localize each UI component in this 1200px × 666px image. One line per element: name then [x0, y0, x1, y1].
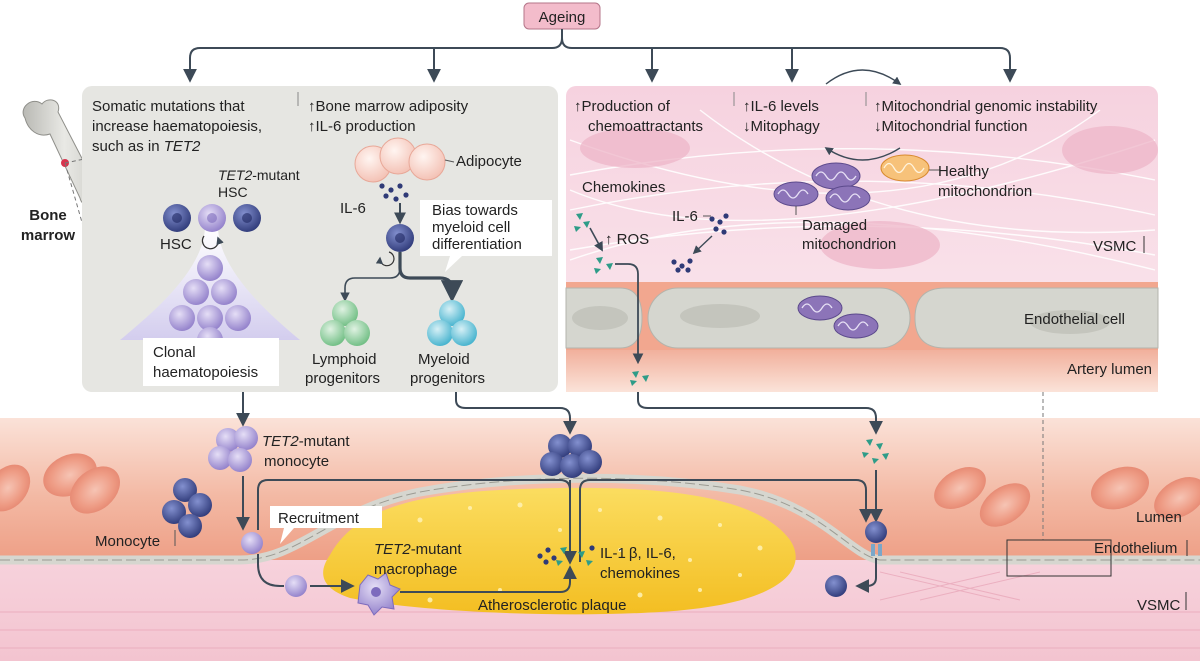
cytokine-mix: [537, 545, 595, 566]
hsc-label: HSC: [160, 236, 192, 253]
bias-callout: [420, 200, 552, 272]
connector-arrows: [236, 392, 1044, 540]
mito-instability-label: ↑Mitochondrial genomic instability: [874, 98, 1098, 115]
cytokines-label-1: IL-1 β, IL-6,: [600, 545, 676, 562]
vsmc-label-panel: VSMC: [1093, 238, 1137, 255]
clonal-expansion-cone: [120, 226, 300, 340]
migrated-monocyte: [825, 575, 847, 597]
chemokine-triangles: [574, 213, 649, 386]
chemoattractants-label-1: ↑Production of: [574, 98, 671, 115]
panel1-line1: Somatic mutations that: [92, 98, 245, 115]
artery-lumen-label: Artery lumen: [1067, 361, 1152, 378]
adhering-monocyte: [865, 521, 887, 543]
endothelium-layer: [0, 473, 1200, 565]
artery-content: TET2-mutant monocyte Monocyte: [95, 426, 1188, 616]
il6-label-marrow: IL-6: [340, 200, 366, 217]
myeloid-label-2: progenitors: [410, 370, 485, 387]
chemokine-triangles-artery: [862, 439, 889, 464]
il6-dots: [379, 183, 409, 202]
clonal-label-box: [143, 338, 279, 386]
monocyte-label: Monocyte: [95, 533, 160, 550]
recruitment-label: Recruitment: [278, 510, 360, 527]
myeloid-label-1: Myeloid: [418, 351, 470, 368]
vessel-wall-panel: Endothelial cell Artery lumen VSMC ↑Prod…: [565, 69, 1159, 392]
chemoattractants-label-2: chemoattractants: [588, 118, 703, 135]
lymphoid-progenitors: [320, 300, 370, 346]
tet2-hsc-label-2: HSC: [218, 184, 248, 200]
cycle-arrow-top: [825, 69, 902, 85]
damaged-mito-label-1: Damaged: [802, 217, 867, 234]
plaque-label: Atherosclerotic plaque: [478, 597, 626, 614]
ros-label: ↑ ROS: [605, 231, 649, 248]
panel1-line3: such as in TET2: [92, 138, 201, 155]
lymphoid-label-1: Lymphoid: [312, 351, 376, 368]
bias-label-1: Bias towards: [432, 202, 518, 219]
plaque-dots: [417, 502, 763, 603]
lymphoid-label-2: progenitors: [305, 370, 380, 387]
mitophagy-label: ↓Mitophagy: [743, 118, 820, 135]
bone-marrow-label-1: Bone: [29, 207, 67, 224]
il6-dots-wall: [671, 213, 729, 273]
recruitment-callout: [270, 506, 382, 544]
tet2-monocyte-cluster: [208, 426, 258, 472]
il6-levels-label: ↑IL-6 levels: [743, 98, 819, 115]
panel2-line2: ↑IL-6 production: [308, 118, 416, 135]
healthy-mitochondrion: [880, 154, 930, 182]
transmigrating-monocyte: [241, 532, 263, 554]
self-renewal-arrow: [201, 235, 224, 250]
vsmc-label-artery: VSMC: [1137, 597, 1181, 614]
clonal-label-2: haematopoiesis: [153, 364, 258, 381]
monocyte-cluster-center: [540, 434, 602, 478]
endothelium-label: Endothelium: [1094, 540, 1177, 557]
zoom-inset-box: [1006, 539, 1112, 577]
cycle-arrow-bottom: [824, 147, 901, 161]
healthy-mito-label-1: Healthy: [938, 163, 989, 180]
tet2-hsc-label: TET2-mutant: [218, 167, 300, 183]
endothelial-cell-label: Endothelial cell: [1024, 311, 1125, 328]
tissue-monocyte: [285, 575, 307, 597]
adipocyte-label: Adipocyte: [456, 153, 522, 170]
arrow-to-right-recruitment: [579, 479, 873, 562]
damaged-mito-label-2: mitochondrion: [802, 236, 896, 253]
tet2-macrophage-label-1: TET2-mutant: [374, 541, 462, 558]
monocyte-cluster-left: [162, 478, 212, 538]
arrow-to-mitochondrial: [561, 29, 1017, 83]
arrow-myeloid-to-monocytes: [455, 392, 577, 435]
damaged-mitochondria: [773, 162, 879, 339]
red-blood-cells: [0, 453, 1200, 527]
arrow-chemokines-to-artery: [637, 392, 883, 435]
bone-marrow-panel: Somatic mutations that increase haematop…: [82, 86, 558, 392]
bias-label-2: myeloid cell: [432, 219, 510, 236]
tet2-macrophage-label-2: macrophage: [374, 561, 457, 578]
myeloid-progenitors: [427, 300, 477, 346]
cytokines-label-2: chemokines: [600, 565, 680, 582]
vsmc-pattern: [569, 109, 1156, 271]
adipocytes: [354, 137, 446, 183]
bone-marrow-label-2: marrow: [21, 227, 76, 244]
atherosclerotic-plaque: [323, 487, 796, 615]
panel1-line2: increase haematopoiesis,: [92, 118, 262, 135]
artery-lumen-panel: [566, 350, 1158, 392]
ageing-label: Ageing: [539, 9, 586, 26]
arrow-to-somatic: [183, 29, 563, 83]
clonal-label-1: Clonal: [153, 344, 196, 361]
tet2-monocyte-label-1: TET2-mutant: [262, 433, 350, 450]
ageing-root: Ageing: [183, 2, 1017, 83]
lumen-label: Lumen: [1136, 509, 1182, 526]
panel2-line1: ↑Bone marrow adiposity: [308, 98, 469, 115]
healthy-mito-label-2: mitochondrion: [938, 183, 1032, 200]
chemokines-label: Chemokines: [582, 179, 665, 196]
artery-section: [0, 418, 1200, 661]
mito-function-label: ↓Mitochondrial function: [874, 118, 1027, 135]
bias-label-3: differentiation: [432, 236, 522, 253]
tet2-monocyte-label-2: monocyte: [264, 453, 329, 470]
il6-label-wall: IL-6: [672, 208, 698, 225]
